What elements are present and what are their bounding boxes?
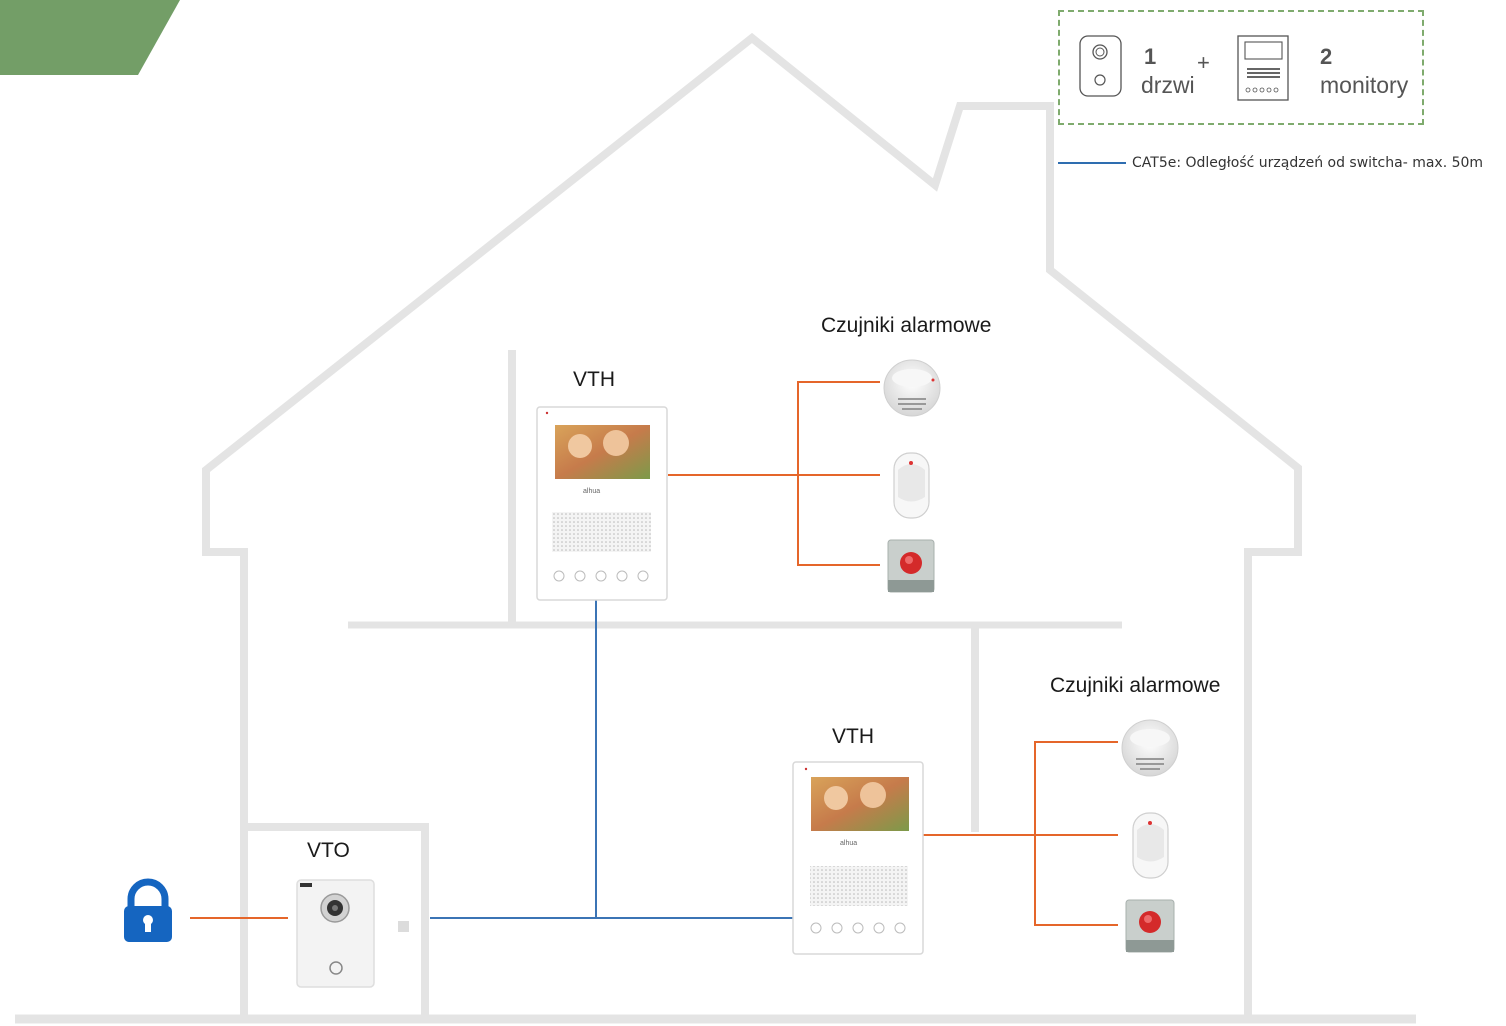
door-count: 1: [1144, 44, 1157, 69]
motion-sensor-icon: [1132, 812, 1169, 879]
smoke-detector-icon: [1121, 719, 1179, 777]
outer-wall: [202, 32, 1302, 1018]
door-label: drzwi: [1141, 72, 1195, 98]
network-cabling: [430, 600, 795, 919]
vestibule-wall: [244, 823, 429, 1018]
vto-label: VTO: [307, 839, 350, 862]
upper-sensors-label: Czujniki alarmowe: [821, 314, 992, 337]
cable-note: CAT5e: Odległość urządzeń od switcha- ma…: [1132, 155, 1484, 171]
svg-text:alhua: alhua: [840, 840, 857, 847]
door-station-icon: [296, 879, 375, 988]
monitor-icon: alhua: [536, 406, 668, 601]
panic-button-icon: [1125, 899, 1175, 953]
legend-box: [1058, 10, 1424, 125]
lower-sensors-label: Czujniki alarmowe: [1050, 674, 1221, 697]
svg-text:alhua: alhua: [583, 488, 600, 495]
plus-sign: +: [1197, 50, 1210, 75]
house-outline: [15, 32, 1416, 1024]
lock-icon: [124, 878, 172, 942]
smoke-detector-icon: [883, 359, 941, 417]
monitor-icon: alhua: [792, 761, 924, 955]
lower-vth-label: VTH: [832, 725, 874, 748]
alarm-wiring: [190, 381, 1118, 926]
monitor-icon: [1237, 35, 1289, 101]
upper-vth-label: VTH: [573, 368, 615, 391]
monitor-count: 2: [1320, 44, 1333, 69]
panic-button-icon: [887, 539, 935, 593]
motion-sensor-icon: [893, 452, 930, 519]
junction-square: [398, 921, 409, 932]
monitor-label: monitory: [1320, 72, 1409, 98]
door-station-icon: [1079, 35, 1122, 97]
corner-accent: [0, 0, 180, 75]
